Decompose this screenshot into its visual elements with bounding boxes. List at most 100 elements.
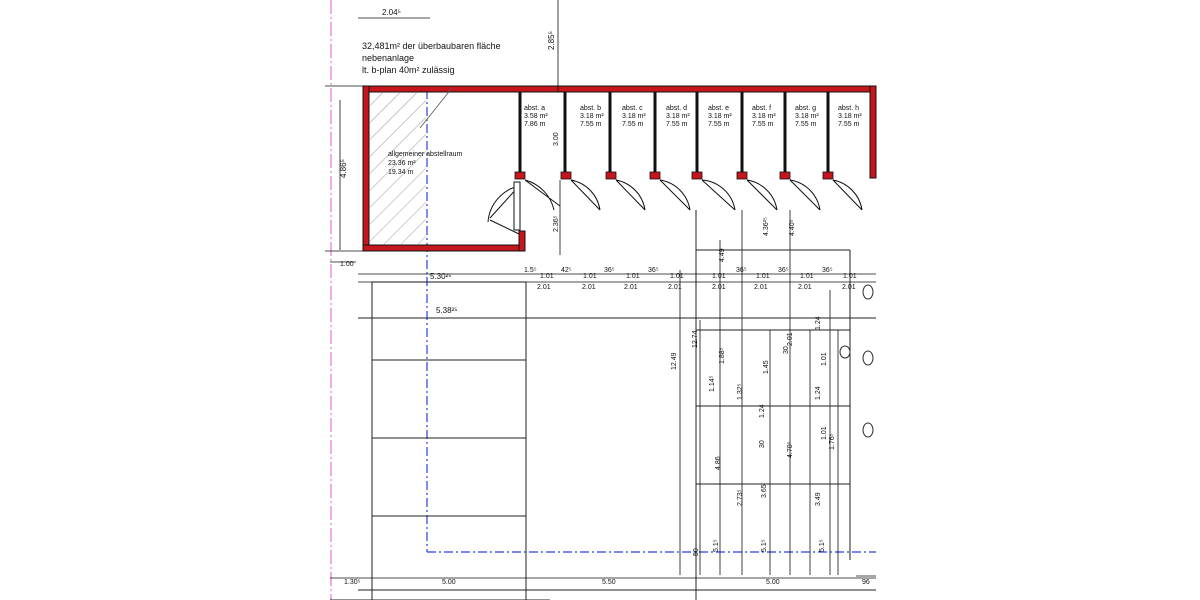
dim-h-101-b: 1.01 (821, 426, 828, 440)
dim-seg-201-b: 2.01 (582, 284, 596, 291)
unit-e-perimeter: 7.55 m (708, 121, 730, 128)
dim-h-486: 4.86 (715, 456, 722, 470)
dim-seg-101-a: 1.01 (540, 273, 554, 280)
dim-h-188: 1.88⁵ (719, 347, 726, 364)
dim-seg-36-a: 36⁵ (604, 267, 615, 274)
unit-e-name: abst. e (708, 105, 729, 112)
dim-width-1: 5.30²⁵ (430, 272, 452, 281)
note-leader (419, 87, 453, 129)
main-room-area: 23.36 m² (388, 160, 416, 167)
dim-left-outer: 1.00 (340, 261, 354, 268)
unit-a-name: abst. a (524, 105, 545, 112)
dim-top-width: 2.04⁵ (382, 8, 401, 17)
door-swings (487, 179, 863, 235)
dim-h-176: 1.76⁵ (829, 433, 836, 450)
unit-c-perimeter: 7.55 m (622, 121, 644, 128)
dim-h-124-a: 1.24 (815, 316, 822, 330)
dim-h-51-c: 5.1⁵ (819, 539, 826, 552)
unit-f-name: abst. f (752, 105, 771, 112)
dim-seg-101-g: 1.01 (800, 273, 814, 280)
hatched-overbuilt-area (370, 93, 426, 244)
dimension-lines (325, 0, 876, 579)
dim-left-height: 4.86⁵ (339, 159, 348, 178)
dim-h-349: 3.49 (815, 492, 822, 506)
unit-a-perimeter: 7.86 m (524, 121, 546, 128)
dim-seg-201-h: 2.01 (842, 284, 856, 291)
dim-seg-201-e: 2.01 (712, 284, 726, 291)
unit-b-area: 3.18 m² (580, 113, 604, 120)
dim-h-470: 4.70⁵ (787, 441, 794, 458)
unit-b-perimeter: 7.55 m (580, 121, 602, 128)
unit-partitions (518, 92, 830, 178)
unit-a-area: 3.58 m² (524, 113, 548, 120)
dim-seg-36-b: 36⁵ (648, 267, 659, 274)
front-posts (514, 171, 834, 180)
dim-h-101-a: 1.01 (821, 352, 828, 366)
unit-h-area: 3.18 m² (838, 113, 862, 120)
dimension-labels: 2.04⁵ 2.85⁵ 4.86⁵ 1.00 5.30²⁵ 5.38²⁵ 3.0… (339, 8, 870, 586)
area-note: 32,481m² der überbaubaren fläche nebenan… (362, 41, 501, 75)
dim-bottom-130: 1.30⁵ (344, 579, 361, 586)
dim-h-1249: 12.49 (671, 352, 678, 370)
dim-h-1274: 12.74 (692, 330, 699, 348)
dim-h-436: 4.36²⁵ (763, 217, 770, 236)
unit-f-perimeter: 7.55 m (752, 121, 774, 128)
dim-seg-101-d: 1.01 (670, 273, 684, 280)
dim-bottom-500-a: 5.00 (442, 579, 456, 586)
dim-seg-201-c: 2.01 (624, 284, 638, 291)
dim-h-273: 2.73⁵ (737, 489, 744, 506)
dim-seg-101-e: 1.01 (712, 273, 726, 280)
unit-b-name: abst. b (580, 105, 601, 112)
main-room-label: allgemeiner abstellraum 23.36 m² 19.34 m (388, 151, 462, 176)
unit-c-area: 3.18 m² (622, 113, 646, 120)
dim-h-30-a: 30 (783, 346, 790, 354)
unit-g-perimeter: 7.55 m (795, 121, 817, 128)
dim-bottom-500-b: 5.00 (766, 579, 780, 586)
unit-h-name: abst. h (838, 105, 859, 112)
storage-building-walls (362, 85, 877, 252)
dim-seg-101-b: 1.01 (583, 273, 597, 280)
dim-seg-101-f: 1.01 (756, 273, 770, 280)
unit-d-name: abst. d (666, 105, 687, 112)
unit-d-perimeter: 7.55 m (666, 121, 688, 128)
dim-seg-36-d: 36⁵ (778, 267, 789, 274)
dim-h-30-b: 30 (759, 440, 766, 448)
dim-seg-42: 42⁵ (561, 267, 572, 274)
main-room-perimeter: 19.34 m (388, 169, 413, 176)
dim-bottom-550: 5.50 (602, 579, 616, 586)
unit-g-name: abst. g (795, 105, 816, 112)
dim-unit-depth: 3.00 (553, 132, 560, 146)
dim-wall-1: 1.5⁵ (524, 267, 537, 274)
dim-door-offset: 2.36⁵ (553, 215, 560, 232)
dim-seg-36-e: 36⁵ (822, 267, 833, 274)
column-markers (839, 284, 874, 438)
note-line-3: lt. b-plan 40m² zulässig (362, 65, 455, 75)
unit-d-area: 3.18 m² (666, 113, 690, 120)
dim-h-365: 3.65 (761, 484, 768, 498)
dim-bottom-96: 96 (862, 579, 870, 586)
unit-f-area: 3.18 m² (752, 113, 776, 120)
dim-h-132: 1.32⁵ (737, 383, 744, 400)
unit-c-name: abst. c (622, 105, 643, 112)
dim-h-440: 4.40⁵ (789, 219, 796, 236)
dim-seg-201-a: 2.01 (537, 284, 551, 291)
note-line-2: nebenanlage (362, 53, 414, 63)
dim-h-124-b: 1.24 (759, 404, 766, 418)
dim-seg-201-d: 2.01 (668, 284, 682, 291)
dim-seg-201-g: 2.01 (798, 284, 812, 291)
unit-g-area: 3.18 m² (795, 113, 819, 120)
parking-area-lines (330, 210, 876, 600)
dim-h-124-c: 1.24 (815, 386, 822, 400)
dim-seg-101-h: 1.01 (843, 273, 857, 280)
dim-h-145: 1.45 (763, 360, 770, 374)
dim-seg-101-c: 1.01 (626, 273, 640, 280)
unit-e-area: 3.18 m² (708, 113, 732, 120)
dim-h-51-b: 5.1⁵ (761, 539, 768, 552)
dim-h-114: 1.14⁵ (709, 375, 716, 392)
storage-unit-labels: abst. a 3.58 m² 7.86 m abst. b 3.18 m² 7… (524, 105, 862, 128)
dim-width-2: 5.38²⁵ (436, 306, 458, 315)
dim-seg-201-f: 2.01 (754, 284, 768, 291)
dim-h-201: 2.01 (787, 332, 794, 346)
note-line-1: 32,481m² der überbaubaren fläche (362, 41, 501, 51)
